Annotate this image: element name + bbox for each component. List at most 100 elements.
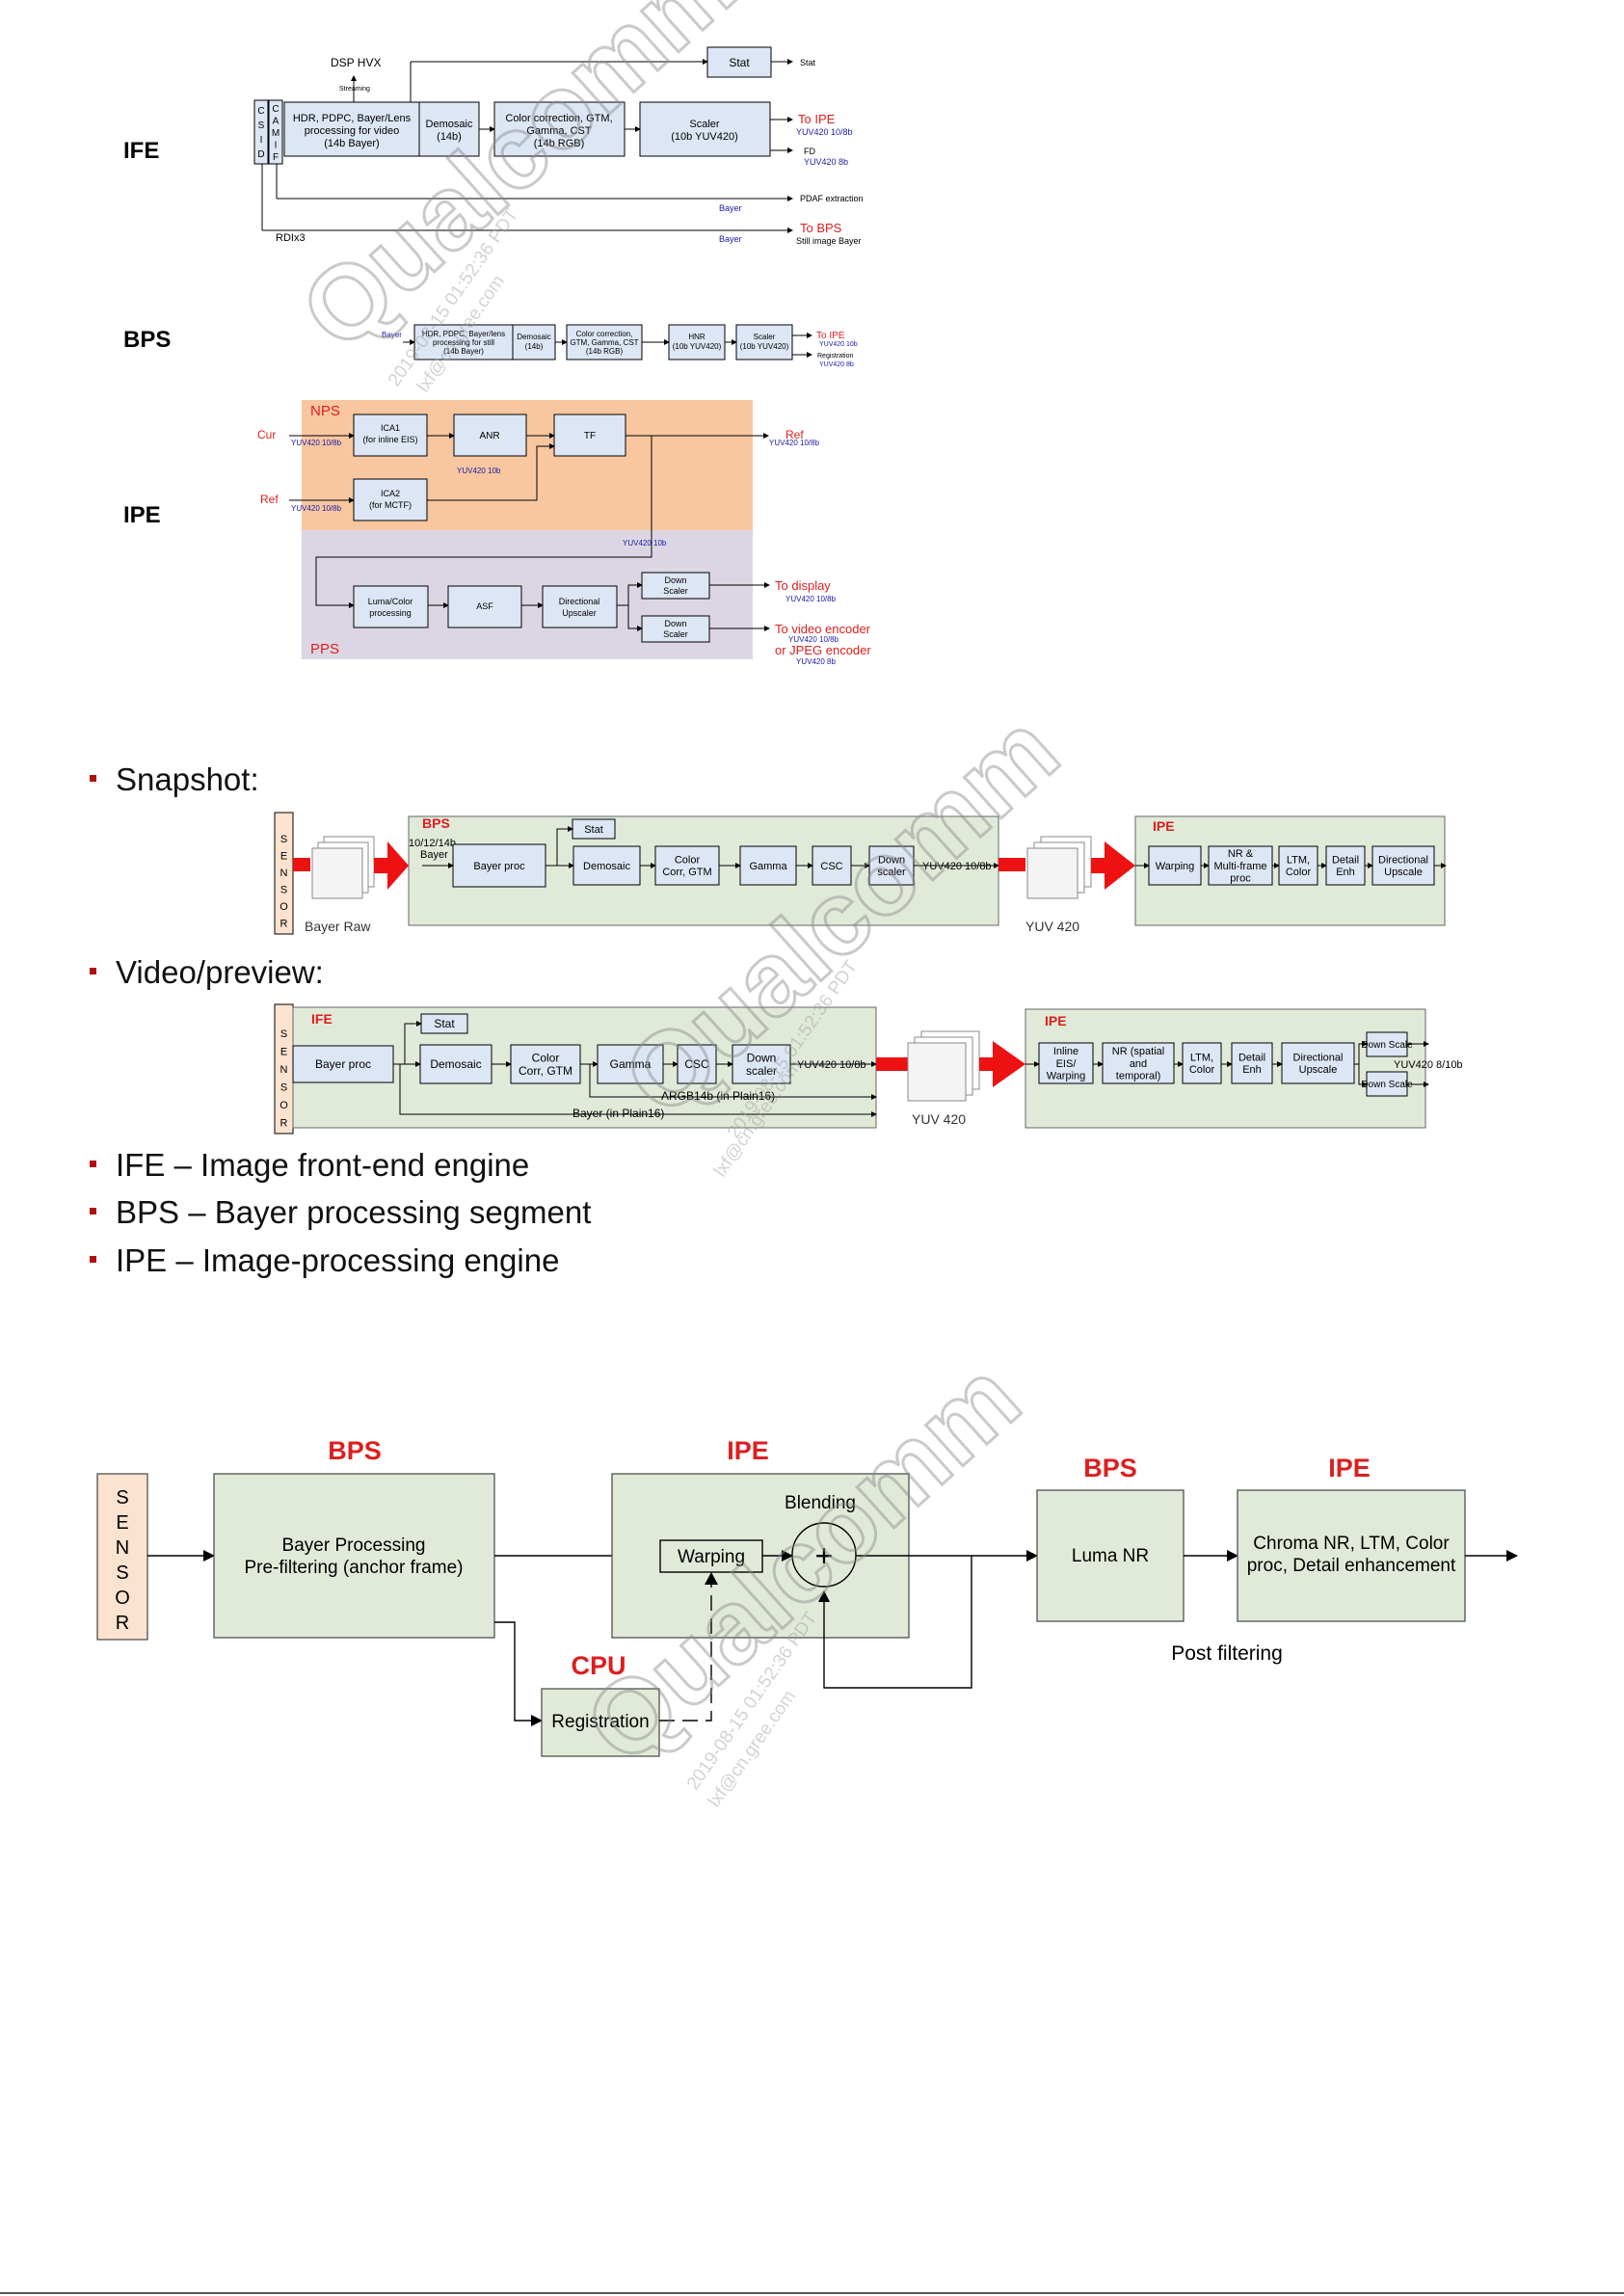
ipe-down1-line2: Scaler (663, 586, 688, 596)
bps-color-line1: Color correction, (576, 330, 633, 338)
ife-streaming-label: Streaming (339, 86, 370, 93)
ife-to-ipe-fmt: YUV420 10/8b (796, 127, 853, 137)
mfnr-warping-label: Warping (678, 1547, 745, 1567)
snap-ipe-block-box (1278, 845, 1318, 886)
snap-sensor (274, 812, 294, 935)
mfnr-bps2-label: BPS (1083, 1454, 1137, 1482)
bps-scaler-box (735, 324, 793, 360)
ipe-to-video: To video encoder (775, 622, 871, 636)
ipe-ref-in-fmt: YUV420 10/8b (291, 504, 342, 513)
snap-block-label: Bayer proc (473, 861, 525, 872)
mfnr-bayer-proc-line1: Bayer Processing (282, 1535, 426, 1556)
video-ipe-block-label: LTM,Color (1189, 1053, 1215, 1077)
camif-letter: M (272, 128, 280, 139)
snap-bayer-raw: Bayer Raw (305, 919, 371, 934)
sensor-letter: O (115, 1588, 130, 1609)
ife-to-bps: To BPS (800, 221, 842, 235)
ife-scaler-line2: (10b YUV420) (671, 131, 738, 143)
bps-registration: Registration (817, 353, 853, 360)
sensor-letter: R (280, 919, 288, 930)
ipe-tf-label: TF (584, 431, 596, 441)
ipe-to-display: To display (775, 578, 831, 593)
ipe-dirup-box (542, 585, 618, 628)
snap-yuv420: YUV 420 (1025, 919, 1079, 934)
ife-demosaic-line2: (14b) (437, 131, 462, 143)
snap-block-box (812, 845, 852, 886)
camif-letter: F (273, 152, 279, 163)
ife-demosaic-line1: Demosaic (426, 119, 473, 130)
ife-hdr-line3: (14b Bayer) (324, 138, 379, 149)
snap-ipe-block-label: Warping (1156, 861, 1195, 872)
mfnr-chroma-line2: proc, Detail enhancement (1247, 1556, 1456, 1576)
bps-hnr-line1: HNR (688, 333, 706, 341)
video-ipe-block-box (1038, 1042, 1094, 1084)
sensor-letter: S (280, 885, 287, 896)
ife-fd-fmt: YUV420 8b (804, 157, 848, 167)
video-block-box (292, 1045, 394, 1083)
ipe-dirup-line1: Directional (559, 597, 600, 606)
mfnr-registration-label: Registration (551, 1712, 649, 1732)
snap-bitdepth-2: Bayer (420, 849, 448, 861)
ife-demosaic-box (418, 101, 480, 157)
ife-color-line2: Gamma, CST (526, 125, 592, 137)
ipe-down2-line1: Down (664, 619, 686, 628)
ife-hdr-line2: processing for video (305, 125, 399, 137)
snap-ipe-block-box (1371, 845, 1435, 886)
ife-section-label: IFE (123, 138, 159, 164)
snap-block-box (452, 843, 546, 888)
snap-ipe-label: IPE (1153, 818, 1175, 834)
ipe-section-label: IPE (123, 502, 161, 528)
bps-block: BPS Bayer HDR, PDPC, Bayer/lens processi… (123, 324, 858, 368)
bps-to-ipe: To IPE (816, 331, 845, 341)
ife-bayer2: Bayer (719, 234, 742, 244)
video-ipe-block-box (1281, 1042, 1355, 1084)
ipe-jpeg-fmt: YUV420 8b (796, 657, 836, 666)
bps-scaler-line1: Scaler (754, 333, 776, 341)
video-stat-label: Stat (434, 1017, 455, 1030)
bps-hdr-box (413, 324, 514, 360)
ipe-luma-line2: processing (369, 608, 412, 618)
mfnr-ipe2-label: IPE (1328, 1454, 1371, 1482)
video-down-scale-2-label: Down Scale (1361, 1080, 1413, 1090)
ife-scaler-box (639, 101, 771, 157)
ife-hdr-box (283, 101, 420, 157)
bullet-text: Snapshot: (116, 761, 259, 797)
sensor-letter: N (280, 1064, 288, 1076)
video-block-box (597, 1044, 664, 1084)
sensor-letter: O (280, 901, 288, 913)
snap-block-box (739, 845, 797, 886)
sensor-letter: N (116, 1537, 129, 1559)
sensor-letter: E (280, 1047, 287, 1058)
camif-letter: C (272, 104, 279, 115)
bullet-marker (90, 967, 96, 974)
ife-color-line3: (14b RGB) (534, 138, 585, 149)
mfnr-chroma-line1: Chroma NR, LTM, Color (1253, 1534, 1450, 1554)
video-block-label: Demosaic (430, 1057, 481, 1071)
camif-letter: A (273, 117, 280, 127)
ipe-cur-label: Cur (257, 428, 276, 441)
ife-csid-box (253, 99, 269, 165)
sensor-letter: S (116, 1487, 128, 1508)
bps-demosaic-line2: (14b) (525, 342, 544, 351)
ipe-block: IPE NPS PPS Cur YUV420 10/8b Ref YUV420 … (123, 400, 871, 666)
mfnr-sensor (96, 1473, 148, 1641)
bps-color-line2: GTM, Gamma, CST (570, 338, 638, 347)
ipe-cur-fmt: YUV420 10/8b (291, 439, 342, 447)
pps-label: PPS (310, 641, 339, 657)
ife-rdi: RDIx3 (276, 232, 306, 244)
ife-camif-box (268, 99, 283, 165)
bullet-text: Video/preview: (116, 954, 324, 990)
bps-registration-fmt: YUV420 8b (819, 361, 854, 368)
ipe-dirup-line2: Upscaler (562, 608, 597, 618)
sensor-letter: R (280, 1118, 288, 1130)
